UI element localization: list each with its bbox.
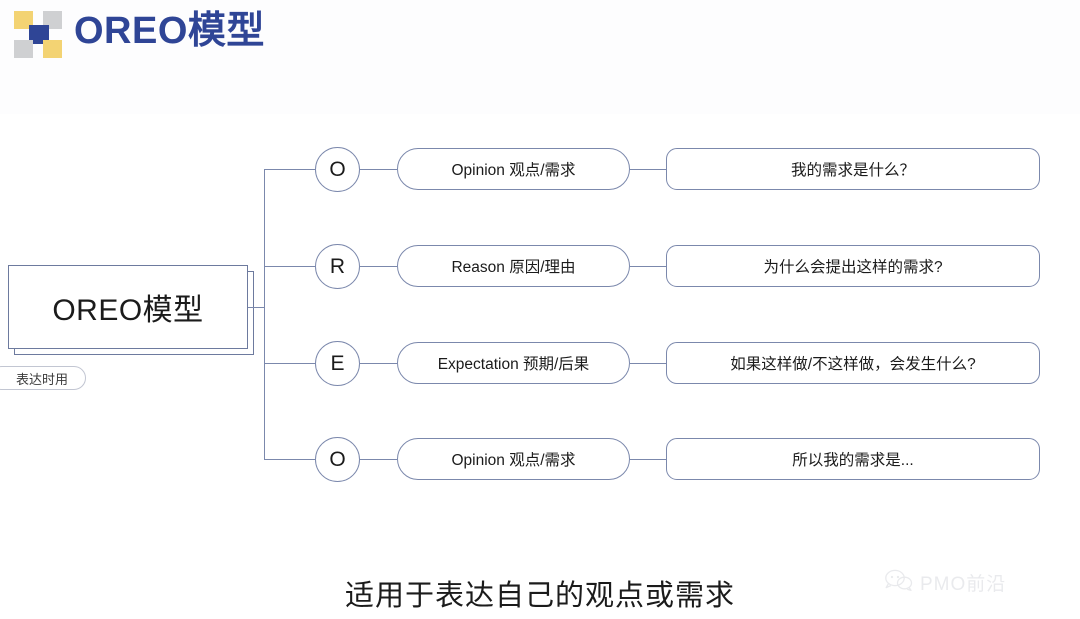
connector-root-to-trunk xyxy=(248,306,265,308)
page-title: OREO模型 xyxy=(74,10,265,52)
node-letter-2-label: R xyxy=(329,254,346,278)
logo-tile-bottom-left xyxy=(14,40,33,58)
checkerboard-logo-icon xyxy=(12,9,66,59)
wechat-bubble-icon xyxy=(884,568,914,597)
node-right-3: 如果这样做/不这样做，会发生什么? xyxy=(666,342,1040,384)
connector-circle-3-to-pill-3 xyxy=(360,363,397,365)
watermark-label: PMO前沿 xyxy=(920,574,1007,595)
node-letter-1: O xyxy=(315,147,360,192)
node-middle-1: Opinion 观点/需求 xyxy=(397,148,630,190)
node-letter-1-label: O xyxy=(329,157,346,181)
node-middle-4-label: Opinion 观点/需求 xyxy=(451,452,576,469)
node-right-4: 所以我的需求是... xyxy=(666,438,1040,480)
connector-trunk-to-circle-3 xyxy=(264,363,315,365)
connector-trunk-to-circle-1 xyxy=(264,169,315,171)
connector-circle-2-to-pill-2 xyxy=(360,266,397,268)
node-right-2: 为什么会提出这样的需求? xyxy=(666,245,1040,287)
root-node-tag-label: 表达时用 xyxy=(15,371,68,387)
caption: 适用于表达自己的观点或需求 xyxy=(344,580,735,612)
node-letter-3: E xyxy=(315,341,360,386)
node-letter-3-label: E xyxy=(330,351,345,375)
connector-trunk-to-circle-4 xyxy=(264,459,315,461)
connector-circle-1-to-pill-1 xyxy=(360,169,397,171)
connector-pill-3-to-box-3 xyxy=(630,363,666,365)
node-letter-4-label: O xyxy=(329,447,346,471)
connector-pill-2-to-box-2 xyxy=(630,266,666,268)
node-letter-4: O xyxy=(315,437,360,482)
logo-tile-top-right xyxy=(43,11,62,29)
root-node-tag: 表达时用 xyxy=(0,366,86,390)
node-right-1-label: 我的需求是什么？ xyxy=(790,162,915,179)
node-middle-1-label: Opinion 观点/需求 xyxy=(451,162,576,179)
connector-pill-1-to-box-1 xyxy=(630,169,666,171)
logo-tile-bottom-right xyxy=(43,40,62,58)
node-right-4-label: 所以我的需求是... xyxy=(792,452,914,469)
header-band xyxy=(0,0,1080,114)
watermark: PMO前沿 xyxy=(884,568,1006,597)
node-middle-3: Expectation 预期/后果 xyxy=(397,342,630,384)
node-middle-2-label: Reason 原因/理由 xyxy=(451,259,576,276)
logo-tile-top-left xyxy=(14,11,33,29)
root-node: OREO模型 xyxy=(8,265,248,349)
root-node-label: OREO模型 xyxy=(52,294,204,327)
node-right-2-label: 为什么会提出这样的需求? xyxy=(763,259,943,276)
node-middle-2: Reason 原因/理由 xyxy=(397,245,630,287)
node-middle-4: Opinion 观点/需求 xyxy=(397,438,630,480)
node-letter-2: R xyxy=(315,244,360,289)
connector-trunk xyxy=(264,169,266,460)
connector-circle-4-to-pill-4 xyxy=(360,459,397,461)
node-right-1: 我的需求是什么？ xyxy=(666,148,1040,190)
node-middle-3-label: Expectation 预期/后果 xyxy=(437,356,590,373)
connector-trunk-to-circle-2 xyxy=(264,266,315,268)
logo-tile-center xyxy=(29,25,49,44)
node-right-3-label: 如果这样做/不这样做，会发生什么? xyxy=(730,356,976,373)
connector-pill-4-to-box-4 xyxy=(630,459,666,461)
